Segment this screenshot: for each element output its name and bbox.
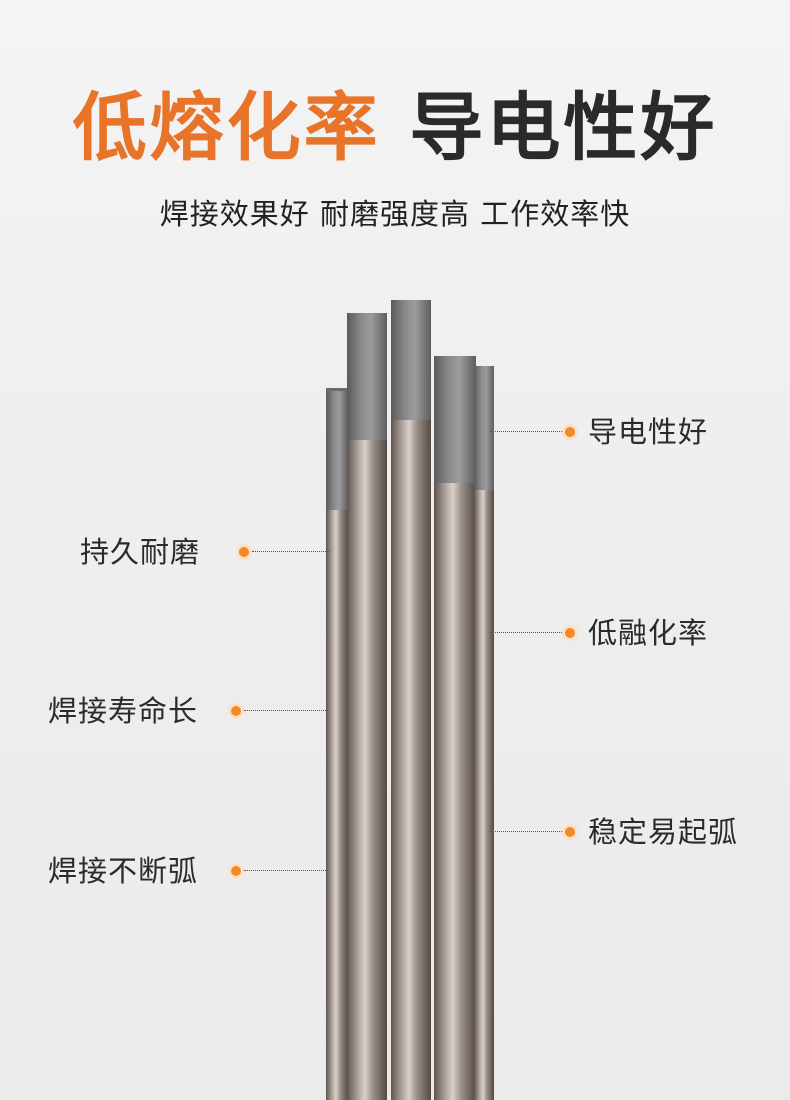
- leader-line: [490, 831, 562, 832]
- headline: 低熔化率 导电性好: [0, 78, 790, 178]
- callout-label: 低融化率: [588, 616, 709, 650]
- callout-long-life: 焊接寿命长: [48, 696, 330, 726]
- orange-dot-icon: [228, 863, 244, 879]
- rod: [326, 388, 348, 1100]
- leader-line: [244, 710, 328, 711]
- orange-dot-icon: [562, 424, 578, 440]
- callout-low-melting: 低融化率: [490, 618, 750, 648]
- leader-line: [490, 431, 562, 432]
- leader-line: [252, 551, 330, 552]
- callout-continuous-arc: 焊接不断弧: [48, 856, 330, 886]
- rod: [347, 313, 387, 1100]
- headline-highlight: 低熔化率: [72, 85, 381, 171]
- orange-dot-icon: [562, 625, 578, 641]
- callout-conductivity: 导电性好: [490, 417, 750, 447]
- callout-label: 导电性好: [588, 415, 709, 449]
- subheadline: 焊接效果好 耐磨强度高 工作效率快: [159, 197, 631, 231]
- rod: [391, 300, 431, 1100]
- orange-dot-icon: [236, 544, 252, 560]
- callout-label: 焊接不断弧: [48, 854, 199, 888]
- orange-dot-icon: [562, 824, 578, 840]
- leader-line: [244, 870, 328, 871]
- callout-arc-start: 稳定易起弧: [490, 817, 780, 847]
- callout-label: 稳定易起弧: [588, 815, 739, 849]
- callout-wear-resistance: 持久耐磨: [80, 537, 330, 567]
- rod: [434, 356, 476, 1100]
- headline-rest: 导电性好: [409, 85, 718, 171]
- leader-line: [490, 632, 562, 633]
- rod: [474, 366, 494, 1100]
- orange-dot-icon: [228, 703, 244, 719]
- callout-label: 持久耐磨: [80, 535, 201, 569]
- callout-label: 焊接寿命长: [48, 694, 199, 728]
